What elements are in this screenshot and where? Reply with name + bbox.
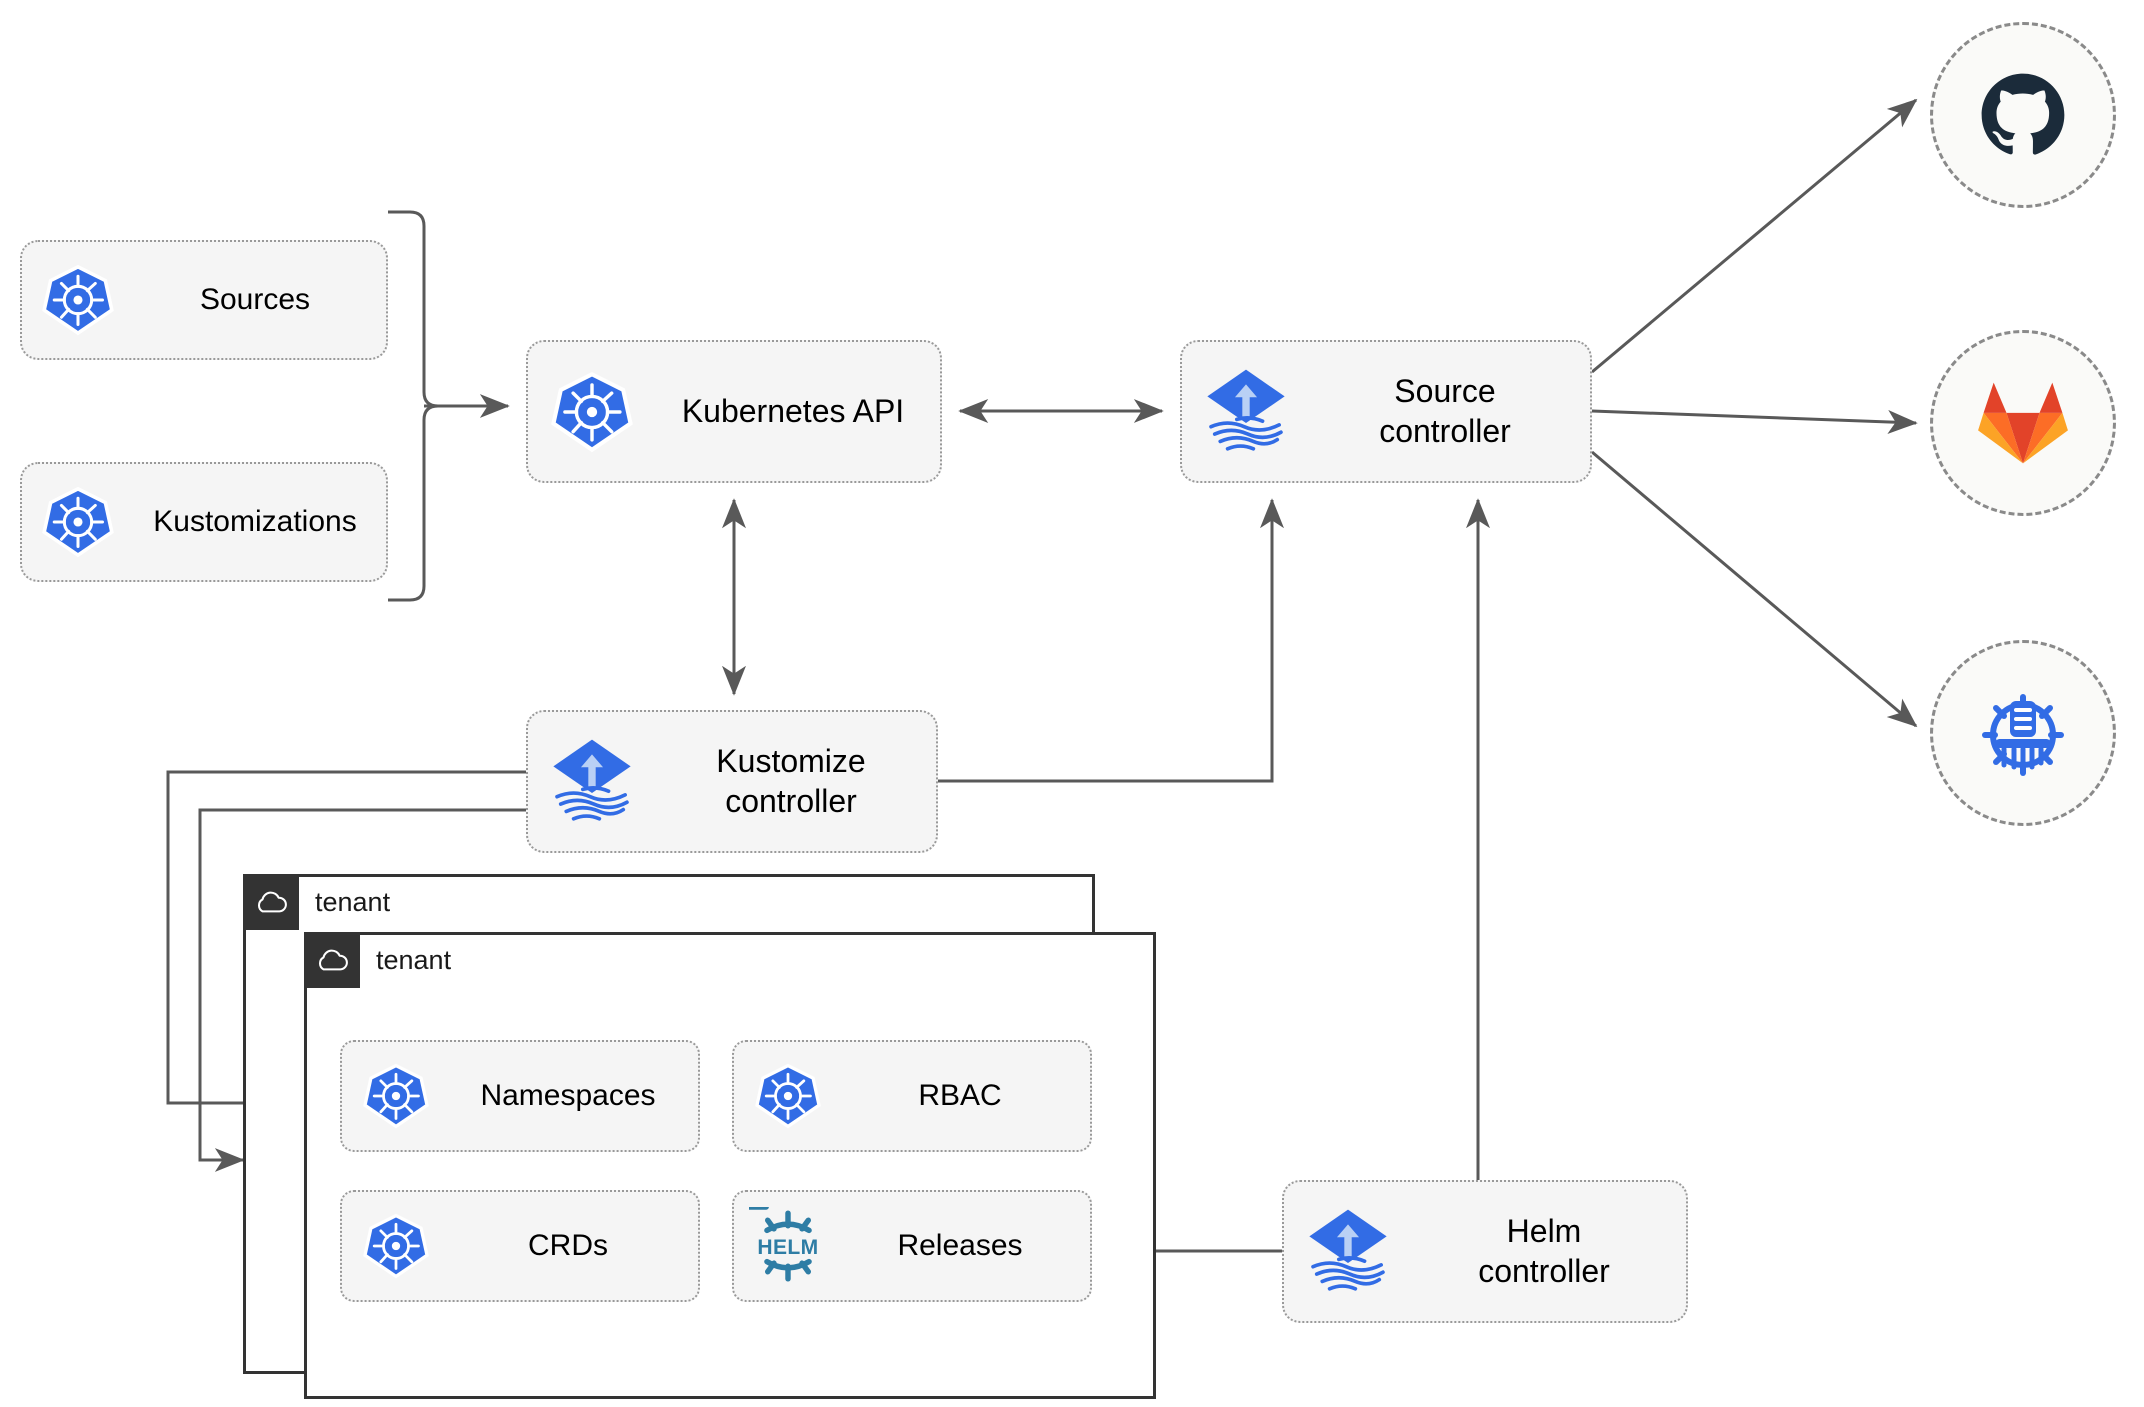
svg-text:HELM: HELM [757,1236,818,1259]
tenant-header: tenant [243,874,390,930]
node-kustomize-controller[interactable]: Kustomize controller [526,710,938,853]
tile-label: Namespaces [480,1079,656,1112]
tenant-label: tenant [315,886,391,917]
node-label: Kustomize controller [716,743,866,819]
tenant-container-inner[interactable]: tenant [304,932,1156,1399]
wire-srcctl-gitlab [1591,409,1918,434]
provider-bucket[interactable] [1930,640,2116,826]
kubernetes-icon [22,486,134,558]
node-label: Sources [199,282,311,316]
kubernetes-icon [528,371,656,453]
kubernetes-icon [22,264,134,336]
node-sources[interactable]: Sources [20,240,388,360]
wire-srcctl-bucket [1591,450,1918,728]
node-source-controller[interactable]: Source controller [1180,340,1592,483]
tenant-header: tenant [304,932,451,988]
tile-label: RBAC [918,1079,1002,1112]
node-kustomizations[interactable]: Kustomizations [20,462,388,582]
node-label: Helm controller [1478,1213,1610,1289]
tile-crds[interactable]: CRDs [340,1190,700,1302]
wire-bracket [388,210,439,602]
flux-icon [1284,1206,1412,1298]
wire-srcctl-github [1591,98,1918,374]
gitlab-icon [1977,379,2069,467]
helm-repository-icon [1973,683,2073,783]
tile-label: Releases [897,1229,1023,1262]
node-helm-controller[interactable]: Helm controller [1282,1180,1688,1323]
provider-github[interactable] [1930,22,2116,208]
tenant-label: tenant [376,944,452,975]
node-label: Source controller [1379,373,1511,449]
tile-label: CRDs [528,1229,608,1262]
flux-icon [1182,366,1310,458]
helm-icon: HELM [734,1207,842,1285]
tile-releases[interactable]: HELM Releases [732,1190,1092,1302]
node-label: Kubernetes API [681,392,905,429]
provider-gitlab[interactable] [1930,330,2116,516]
kubernetes-icon [342,1063,450,1129]
wire-kustctl-srcctl [938,498,1284,783]
github-icon [1976,68,2070,162]
tile-rbac[interactable]: RBAC [732,1040,1092,1152]
flux-icon [528,736,656,828]
cloud-icon [304,932,360,988]
kubernetes-icon [734,1063,842,1129]
tile-namespaces[interactable]: Namespaces [340,1040,700,1152]
kubernetes-icon [342,1213,450,1279]
node-kubernetes-api[interactable]: Kubernetes API [526,340,942,483]
node-label: Kustomizations [153,504,357,538]
cloud-icon [243,874,299,930]
